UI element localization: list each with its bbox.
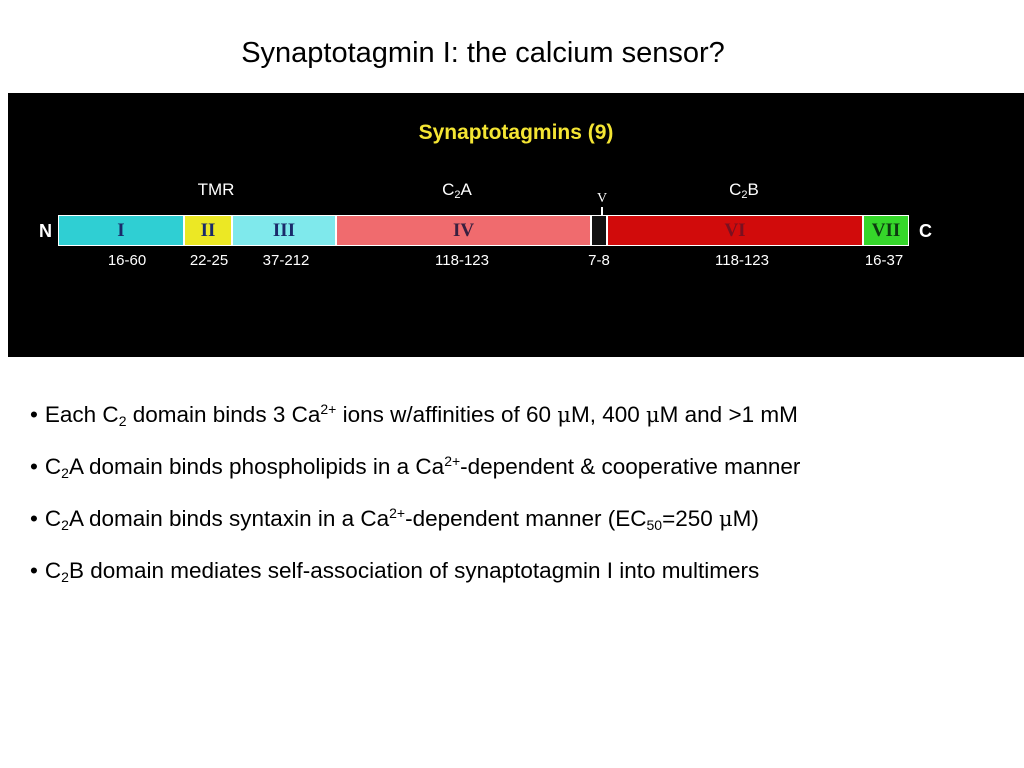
n-terminus-label: N: [39, 221, 52, 241]
domain-i-range: 16-60: [107, 252, 147, 269]
domain-vi-segment: VI: [607, 215, 863, 246]
v-domain-label: V: [596, 191, 608, 206]
bullet-marker: •: [30, 454, 38, 479]
slide-title: Synaptotagmin I: the calcium sensor?: [241, 37, 725, 69]
bullet-list: •Each C2 domain binds 3 Ca2+ ions w/affi…: [30, 400, 1020, 608]
region-label-tmr: TMR: [197, 180, 235, 199]
bullet-c2a-phospholipids: •C2A domain binds phospholipids in a Ca2…: [30, 453, 801, 481]
domain-iii-segment: III: [232, 215, 336, 246]
domain-iv-segment: IV: [336, 215, 591, 246]
bullet-c2b-self-association: •C2B domain mediates self-association of…: [30, 558, 760, 585]
domain-i-segment: I: [58, 215, 184, 246]
region-label-c2b: C2B: [729, 180, 759, 201]
domain-vii-range: 16-37: [864, 252, 904, 269]
domain-iii-range: 37-212: [262, 252, 310, 269]
bullet-marker: •: [30, 402, 38, 427]
domain-iv-range: 118-123: [435, 252, 489, 269]
bullet-c2-calcium-binding: •Each C2 domain binds 3 Ca2+ ions w/affi…: [30, 401, 798, 429]
domain-ii-segment: II: [184, 215, 232, 246]
bullet-marker: •: [30, 558, 38, 583]
v-domain-tick: [601, 207, 603, 217]
domain-ii-range: 22-25: [189, 252, 229, 269]
domain-vii-segment: VII: [863, 215, 909, 246]
bullet-c2a-syntaxin: •C2A domain binds syntaxin in a Ca2+-dep…: [30, 505, 759, 533]
c-terminus-label: C: [919, 221, 932, 241]
domain-v-segment: [591, 215, 607, 246]
domain-v-range: 7-8: [588, 252, 610, 269]
figure-title: Synaptotagmins (9): [418, 121, 614, 144]
bullet-marker: •: [30, 506, 38, 531]
region-label-c2a: C2A: [442, 180, 472, 201]
domain-vi-range: 118-123: [715, 252, 769, 269]
